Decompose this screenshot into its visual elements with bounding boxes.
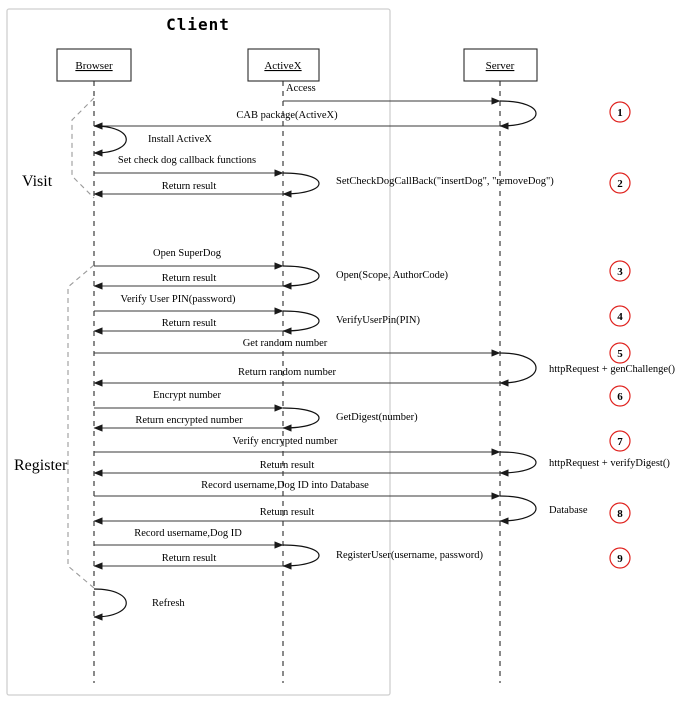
- message-label: Return encrypted number: [135, 415, 243, 426]
- actor-boxes: Browser ActiveX Server: [56, 48, 538, 82]
- step-number: 9: [617, 553, 623, 565]
- message-label: Set check dog callback functions: [118, 155, 256, 166]
- step-circle: [609, 305, 631, 327]
- step-circle: [609, 430, 631, 452]
- step-circle: [609, 547, 631, 569]
- api-call-label: VerifyUserPin(PIN): [336, 315, 420, 326]
- api-call-label: httpRequest + verifyDigest(): [549, 458, 670, 469]
- step-number: 1: [617, 107, 623, 119]
- step-circle: [609, 172, 631, 194]
- api-call-label: SetCheckDogCallBack("insertDog", "remove…: [336, 176, 554, 187]
- message-label: Get random number: [243, 338, 328, 349]
- api-call-label: GetDigest(number): [336, 412, 418, 423]
- api-call-label: Open(Scope, AuthorCode): [336, 270, 448, 281]
- return-loop: [282, 172, 320, 198]
- actor-box-server[interactable]: [463, 48, 538, 82]
- return-loop: [282, 407, 320, 432]
- message-label: Install ActiveX: [148, 134, 212, 145]
- api-call-label: RegisterUser(username, password): [336, 550, 483, 561]
- message-label: Verify encrypted number: [233, 436, 338, 447]
- message-label: Refresh: [152, 598, 185, 609]
- client-boundary-label: Client: [166, 15, 230, 34]
- actor-box-browser[interactable]: [56, 48, 132, 82]
- message-label: Return result: [162, 181, 217, 192]
- message-label: Return result: [260, 507, 315, 518]
- phase-bracket: [67, 264, 95, 589]
- message-label: Record username,Dog ID: [134, 528, 242, 539]
- step-number: 6: [617, 391, 623, 403]
- step-circle: [609, 101, 631, 123]
- return-loop: [282, 265, 320, 290]
- actor-label-activex: ActiveX: [264, 60, 301, 72]
- return-loop: [499, 352, 537, 387]
- message-label: Return result: [260, 460, 315, 471]
- return-loop: [282, 310, 320, 335]
- message-label: CAB package(ActiveX): [236, 110, 338, 121]
- self-message-loop: [93, 588, 127, 621]
- step-circle: [609, 502, 631, 524]
- step-markers: 1 2 3 4 5 6 7 8 9: [609, 101, 631, 569]
- message-label: Open SuperDog: [153, 248, 222, 259]
- api-call-label: httpRequest + genChallenge(): [549, 364, 676, 375]
- self-message-loop: [93, 125, 127, 157]
- phase-label: Visit: [22, 173, 53, 190]
- return-loop: [282, 544, 320, 570]
- step-number: 5: [617, 348, 623, 360]
- step-circle: [609, 385, 631, 407]
- message-label: Return result: [162, 553, 217, 564]
- message-label: Return result: [162, 273, 217, 284]
- step-number: 2: [617, 178, 623, 190]
- api-call-label: Database: [549, 505, 588, 516]
- actor-label-server: Server: [486, 60, 515, 72]
- activation-loops: SetCheckDogCallBack("insertDog", "remove…: [93, 100, 676, 621]
- message-label: Encrypt number: [153, 390, 221, 401]
- phase-bracket: [71, 97, 95, 199]
- return-loop: [499, 100, 537, 130]
- step-number: 3: [617, 266, 623, 278]
- step-circle: [609, 260, 631, 282]
- message-label: Verify User PIN(password): [121, 294, 236, 305]
- return-loop: [499, 495, 537, 525]
- message-label: Access: [286, 83, 316, 94]
- client-boundary: Client: [6, 8, 391, 696]
- return-loop: [499, 451, 537, 477]
- lifelines: [93, 81, 501, 683]
- step-number: 4: [617, 311, 623, 323]
- message-label: Return result: [162, 318, 217, 329]
- step-number: 7: [617, 436, 623, 448]
- client-boundary-box: [6, 8, 391, 696]
- message-label: Return random number: [238, 367, 336, 378]
- message-label: Record username,Dog ID into Database: [201, 480, 369, 491]
- actor-box-activex[interactable]: [247, 48, 320, 82]
- actor-label-browser: Browser: [75, 60, 113, 72]
- phase-label: Register: [14, 457, 68, 474]
- step-circle: [609, 342, 631, 364]
- step-number: 8: [617, 508, 623, 520]
